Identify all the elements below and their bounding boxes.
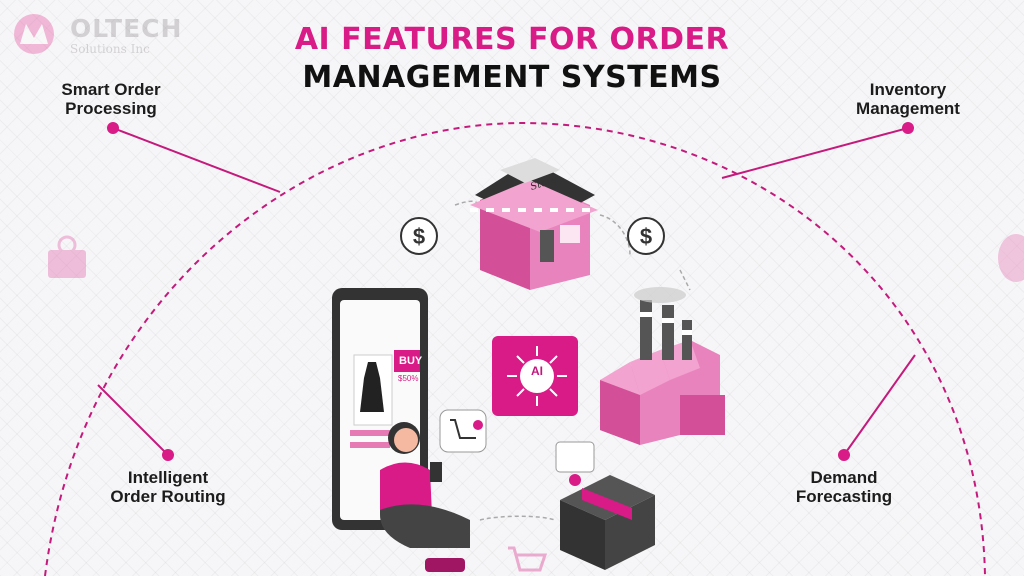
svg-text:$: $ <box>413 224 425 249</box>
logo-name: OLTECH <box>70 14 183 43</box>
shopping-cart-icon <box>508 546 548 572</box>
price-label: $50% <box>398 374 419 383</box>
store-icon <box>470 158 598 290</box>
ai-chip-icon <box>492 336 578 416</box>
dashed-arc <box>44 121 986 576</box>
title-line-1: AI FEATURES FOR ORDER <box>294 22 730 57</box>
connector-dot <box>902 122 914 134</box>
connector-bottom-right <box>843 354 916 456</box>
logo-subtitle: Solutions Inc <box>70 42 150 56</box>
feature-demand-forecasting: Demand Forecasting <box>795 468 893 506</box>
feature-inventory-management: Inventory Management <box>856 80 960 118</box>
buy-label: BUY <box>399 355 423 367</box>
title-line-2: MANAGEMENT SYSTEMS <box>302 60 722 95</box>
feature-intelligent-order-routing: Intelligent Order Routing <box>110 468 226 506</box>
ai-label: AI <box>531 364 543 378</box>
logo-mark-icon <box>14 14 54 54</box>
shopping-cart-icon <box>439 409 487 453</box>
delivery-box-icon <box>555 441 655 570</box>
brain-icon <box>998 234 1024 282</box>
factory-icon <box>600 287 725 445</box>
gift-box-icon <box>48 235 86 278</box>
feature-smart-order-processing: Smart Order Processing <box>61 80 161 118</box>
dollar-icon: $ <box>400 217 438 255</box>
svg-text:$: $ <box>640 224 652 249</box>
dollar-icon: $ <box>627 217 665 255</box>
connector-bottom-left <box>97 384 169 456</box>
connector-dot <box>162 449 174 461</box>
connector-top-right <box>721 127 909 179</box>
person-illustration <box>380 422 470 572</box>
connector-dot <box>107 122 119 134</box>
company-logo: OLTECH Solutions Inc <box>8 10 198 58</box>
connector-top-left <box>112 127 281 193</box>
connector-dot <box>838 449 850 461</box>
